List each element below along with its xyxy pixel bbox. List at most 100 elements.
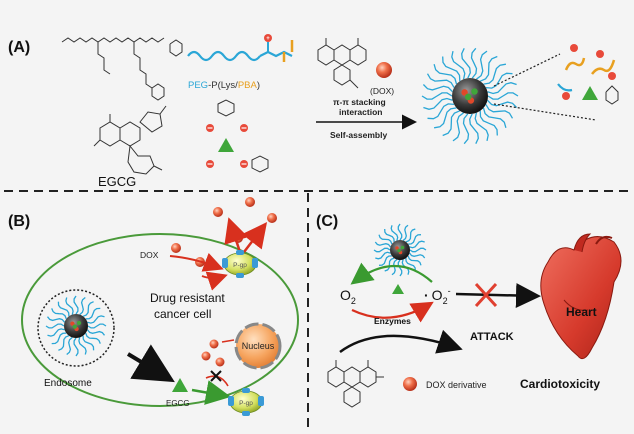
pgp-label: P-gp	[233, 262, 247, 269]
peg-corona-strand	[374, 241, 391, 248]
peg-corona-strand	[378, 234, 393, 245]
enzyme-conversion-arrow	[351, 301, 434, 323]
peg-corona-strand	[402, 224, 409, 241]
peg-corona-strand	[378, 255, 392, 266]
negative-charge-icon	[608, 72, 616, 80]
peg-corona-strand	[462, 113, 470, 145]
dox-drug-icon	[171, 243, 181, 253]
egcg-charge-cluster	[206, 99, 269, 173]
peg-corona-strand	[51, 332, 67, 345]
dox-derivative-arrow	[339, 329, 463, 354]
panel-a-label: (A)	[8, 39, 30, 56]
svg-text:+: +	[266, 36, 270, 42]
nucleus-label: Nucleus	[242, 341, 275, 351]
peg-corona-strand	[79, 296, 86, 316]
micelle-payload	[70, 321, 75, 326]
cancer-cell-membrane	[21, 233, 299, 407]
peg-corona-strand	[470, 47, 478, 79]
oxygen-label: O2	[340, 287, 356, 306]
heart-illustration: Heart	[540, 233, 622, 360]
dox-drug-icon	[267, 213, 277, 223]
egcg-triangle-icon	[582, 86, 598, 100]
positive-charge-icon	[264, 34, 272, 42]
superoxide-label: ·O2-	[424, 286, 451, 306]
attack-label: ATTACK	[470, 331, 514, 343]
peg-corona-strand	[469, 113, 479, 144]
peg-corona-strand	[408, 234, 422, 245]
peg-corona-strand	[452, 112, 464, 142]
peg-corona-strand	[405, 228, 416, 243]
egcg-label: EGCG	[166, 399, 190, 408]
peg-corona-strand	[57, 301, 70, 317]
positive-charge-icon	[570, 44, 578, 52]
peg-corona-strand	[373, 247, 391, 253]
panel-b-label: (B)	[8, 213, 30, 230]
endosome	[37, 289, 115, 367]
peg-corona-strand	[487, 82, 517, 95]
dox-drug-icon	[201, 351, 211, 361]
enzymes-label: Enzymes	[374, 316, 411, 326]
peg-corona-strand	[442, 56, 461, 82]
peg-corona-strand	[384, 257, 395, 272]
scavenging-arrow	[350, 262, 433, 285]
peg-corona-strand	[51, 308, 67, 320]
pgp-efflux-arrow	[241, 222, 268, 253]
heart-label: Heart	[566, 305, 597, 319]
egcg-triangle-icon	[392, 284, 404, 294]
nanoparticle-micelle	[421, 47, 519, 145]
peg-corona-strand	[87, 315, 105, 324]
peg-corona-strand	[487, 92, 519, 100]
cardiotoxicity-label: Cardiotoxicity	[520, 377, 600, 391]
dox-to-nucleus-arrow	[221, 339, 235, 343]
egcg-molecule	[93, 105, 167, 175]
peg-corona-strand	[45, 323, 65, 329]
dox-derivative-molecule	[327, 360, 384, 408]
pgp-label: P-gp	[239, 400, 253, 407]
positive-charge-icon	[596, 50, 604, 58]
peg-corona-strand	[409, 252, 426, 259]
dox-drug-icon	[376, 62, 392, 78]
peg-corona-strand	[476, 50, 488, 80]
peg-corona-strand	[66, 336, 73, 356]
peg-corona-strand	[46, 316, 66, 323]
polymer-label: PEG-P(Lys/PBA)	[188, 80, 260, 91]
peg-corona-strand	[427, 103, 455, 120]
peg-corona-strand	[405, 258, 416, 272]
peg-corona-strand	[85, 307, 101, 320]
micelle-payload	[464, 93, 472, 101]
peg-corona-strand	[87, 323, 107, 329]
peg-corona-strand	[58, 335, 70, 351]
peg-corona-strand	[451, 50, 466, 80]
endosome-label: Endosome	[44, 378, 92, 389]
peg-corona-strand	[485, 104, 514, 119]
pgp-efflux-arrow	[224, 217, 249, 253]
negative-charge-icon	[562, 92, 570, 100]
peg-corona-strand	[409, 247, 427, 253]
stacking-label-line2: interaction	[339, 107, 382, 117]
dox-drug-icon	[213, 207, 223, 217]
dox-drug-icon	[215, 357, 225, 367]
micelle-payload	[400, 245, 405, 250]
dox-drug-icon	[209, 339, 219, 349]
peg-corona-strand	[461, 48, 471, 79]
peg-corona-strand	[86, 329, 106, 336]
zoomed-interaction-detail	[557, 44, 619, 105]
peg-corona-strand	[82, 335, 95, 351]
nucleus: Nucleus	[234, 322, 282, 370]
egcg-label: EGCG	[98, 174, 136, 189]
peg-corona-strand	[82, 301, 94, 317]
peg-corona-strand	[397, 259, 403, 277]
micelle-payload	[471, 88, 478, 95]
peg-corona-strand	[423, 97, 453, 110]
peg-corona-strand	[73, 337, 79, 357]
peg-corona-strand	[47, 328, 65, 337]
peg-corona-strand	[384, 228, 395, 242]
polymer-structure	[61, 37, 183, 101]
self-assembly-label: Self-assembly	[330, 130, 387, 140]
dox-derivative-label: DOX derivative	[426, 380, 487, 390]
zoom-line-bottom	[493, 103, 597, 121]
peg-corona-strand	[421, 92, 453, 100]
peg-corona-strand	[409, 240, 425, 249]
stacking-label-line1: π-π stacking	[333, 97, 386, 107]
